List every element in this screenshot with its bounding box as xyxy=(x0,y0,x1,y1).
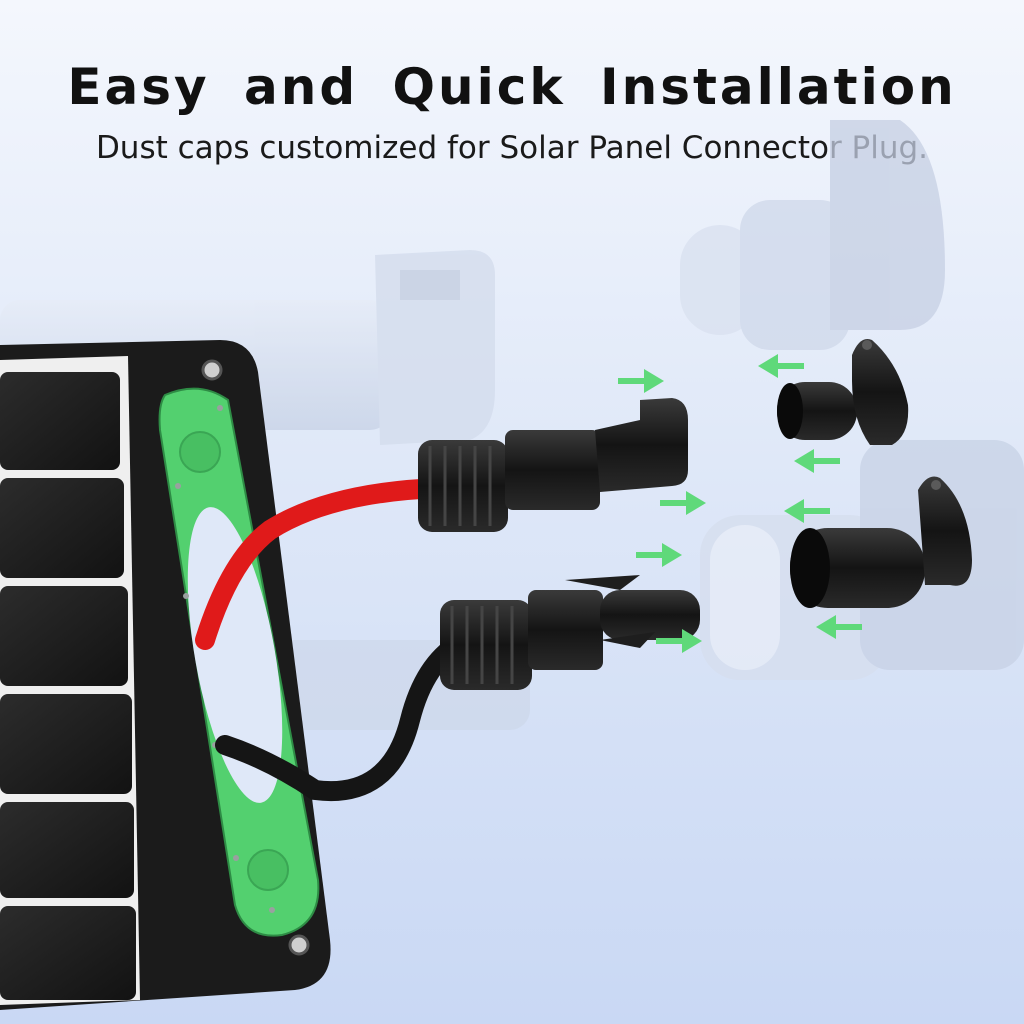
red-cable xyxy=(195,478,450,650)
arrow-left-icon xyxy=(784,499,830,523)
connector-bottom xyxy=(440,575,700,690)
direction-arrows xyxy=(618,354,862,653)
dust-cap-small xyxy=(777,339,909,445)
dust-cap-large xyxy=(790,476,972,608)
black-cable xyxy=(215,630,475,802)
arrow-right-icon xyxy=(656,629,702,653)
grommet-icon xyxy=(288,934,310,956)
arrow-right-icon xyxy=(660,491,706,515)
ghost-dust-cap-top xyxy=(680,120,945,350)
arrow-right-icon xyxy=(636,543,682,567)
connector-top xyxy=(418,398,688,532)
junction-frame xyxy=(158,387,320,937)
arrow-right-icon xyxy=(618,369,664,393)
grommet-icon xyxy=(201,359,223,381)
page-subtitle: Dust caps customized for Solar Panel Con… xyxy=(95,130,929,166)
arrow-left-icon xyxy=(816,615,862,639)
arrow-left-icon xyxy=(794,449,840,473)
arrow-left-icon xyxy=(758,354,804,378)
page-title: Easy and Quick Installation xyxy=(67,58,957,116)
